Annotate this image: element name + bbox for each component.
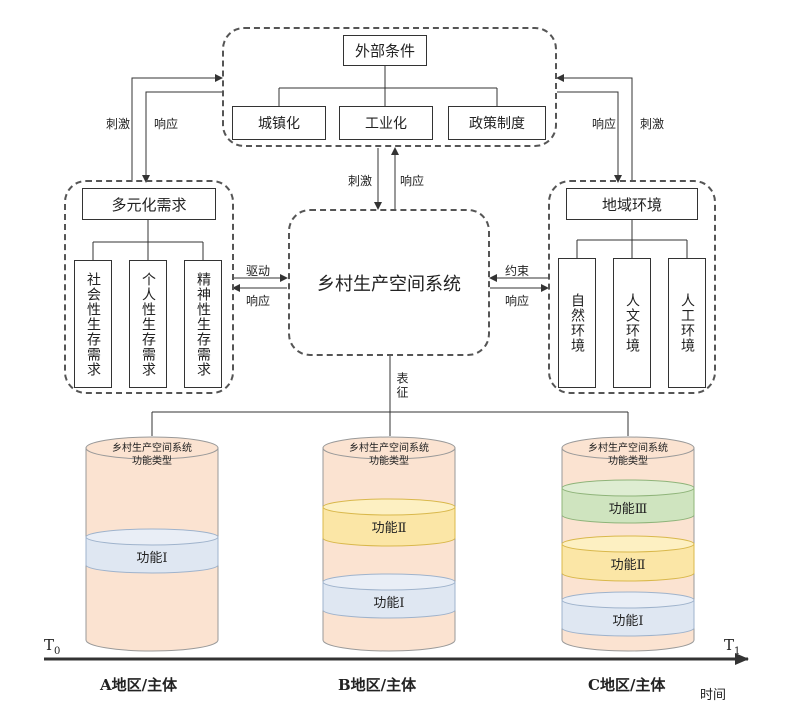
label-left-response: 响应 xyxy=(154,117,179,131)
label-center-response: 响应 xyxy=(400,174,425,188)
right-group-title: 地域环境 xyxy=(566,188,698,220)
label-drive: 驱动 xyxy=(246,264,271,278)
cylinder-a xyxy=(85,436,219,652)
left-group-container xyxy=(64,180,234,394)
left-group-title: 多元化需求 xyxy=(82,188,216,220)
center-external-arrows xyxy=(374,147,399,210)
external-title: 外部条件 xyxy=(343,35,427,66)
region-a: A地区/主体 xyxy=(100,676,178,694)
region-b: B地区/主体 xyxy=(338,676,417,694)
cylinder-c-header-line1: 乡村生产空间系统 xyxy=(588,443,668,454)
cylinder-c-func3: 功能Ⅲ xyxy=(608,502,648,517)
cylinder-a-func1: 功能Ⅰ xyxy=(136,551,168,566)
cylinder-a-header-line2: 功能类型 xyxy=(132,456,172,467)
cylinder-c-func1: 功能Ⅰ xyxy=(612,614,644,629)
cylinder-b-header-line1: 乡村生产空间系统 xyxy=(349,443,429,454)
represent-lines xyxy=(151,356,629,436)
cylinder-b-func2: 功能Ⅱ xyxy=(371,521,407,536)
right-item-natural: 自然环境 xyxy=(558,258,596,388)
cylinder-b-header-line2: 功能类型 xyxy=(369,456,409,467)
cylinder-a-header: 乡村生产空间系统 功能类型 xyxy=(86,442,218,468)
external-tree-lines xyxy=(278,66,498,106)
label-center-stimulus: 刺激 xyxy=(348,174,373,188)
label-left-stimulus: 刺激 xyxy=(106,117,131,131)
label-right-stimulus: 刺激 xyxy=(640,117,665,131)
external-item-policy: 政策制度 xyxy=(448,106,546,140)
timeline-t0: T0 xyxy=(44,636,60,657)
center-title: 乡村生产空间系统 xyxy=(317,274,461,295)
left-center-arrows xyxy=(232,274,288,292)
left-item-spiritual: 精神性生存需求 xyxy=(184,260,222,388)
label-right-center-response: 响应 xyxy=(505,294,530,308)
timeline-t0-sub: 0 xyxy=(54,646,61,657)
timeline-t1: T1 xyxy=(724,636,740,657)
left-item-social: 社会性生存需求 xyxy=(74,260,112,388)
cylinder-c-header: 乡村生产空间系统 功能类型 xyxy=(562,442,694,468)
right-item-cultural: 人文环境 xyxy=(613,258,651,388)
timeline-t1-main: T xyxy=(724,636,735,654)
cylinder-b-header: 乡村生产空间系统 功能类型 xyxy=(323,442,455,468)
right-item-artificial: 人工环境 xyxy=(668,258,706,388)
left-external-arrows xyxy=(131,74,223,183)
external-item-urbanization: 城镇化 xyxy=(232,106,326,140)
label-constraint: 约束 xyxy=(505,264,530,278)
right-tree-lines xyxy=(576,220,688,258)
cylinder-b xyxy=(322,436,456,652)
region-c: C地区/主体 xyxy=(588,676,666,694)
timeline-label: 时间 xyxy=(700,688,727,703)
right-center-arrows xyxy=(489,274,549,292)
label-right-response: 响应 xyxy=(592,117,617,131)
timeline-t0-main: T xyxy=(44,636,55,654)
external-item-industrialization: 工业化 xyxy=(339,106,433,140)
label-represent: 表征 xyxy=(395,372,409,400)
center-container xyxy=(288,209,490,356)
cylinder-c-func2: 功能Ⅱ xyxy=(610,558,646,573)
cylinder-b-func1: 功能Ⅰ xyxy=(373,596,405,611)
cylinder-c xyxy=(561,436,695,652)
right-external-arrows xyxy=(556,74,633,183)
timeline-t1-sub: 1 xyxy=(734,646,741,657)
label-left-center-response: 响应 xyxy=(246,294,271,308)
cylinder-c-header-line2: 功能类型 xyxy=(608,456,648,467)
left-tree-lines xyxy=(92,220,204,260)
external-container xyxy=(222,27,557,147)
right-group-container xyxy=(548,180,716,394)
cylinder-a-header-line1: 乡村生产空间系统 xyxy=(112,443,192,454)
left-item-personal: 个人性生存需求 xyxy=(129,260,167,388)
